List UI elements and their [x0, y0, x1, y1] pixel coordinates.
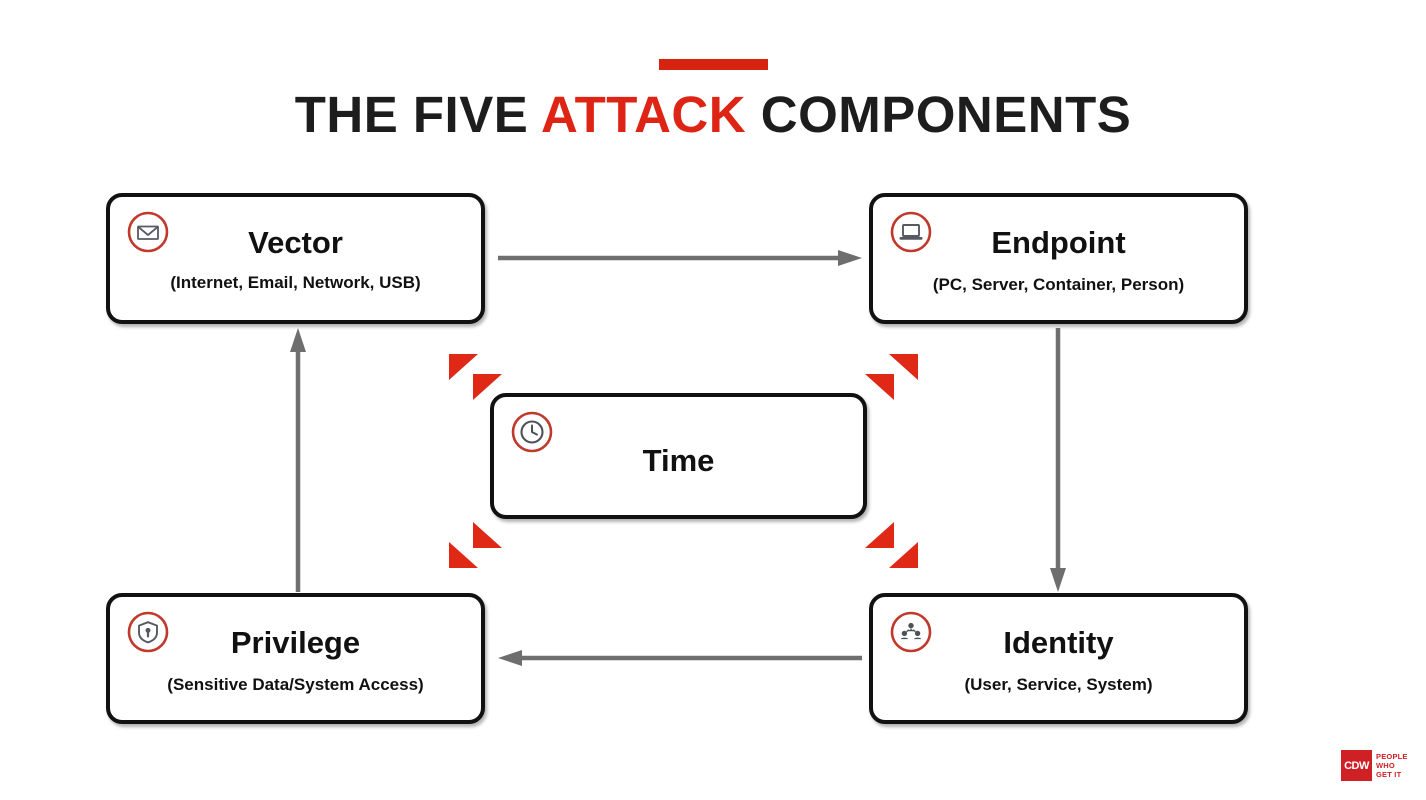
node-endpoint-subtitle: (PC, Server, Container, Person) — [932, 275, 1185, 294]
node-time-title: Time — [642, 443, 715, 478]
page-title-highlight: ATTACK — [541, 86, 747, 143]
cdw-logo-mark — [1341, 750, 1372, 781]
cdw-tagline-line-1: PEOPLE — [1376, 752, 1408, 761]
page-title-part-1: THE FIVE — [294, 86, 542, 143]
node-vector[interactable]: Vector (Internet, Email, Network, USB) — [106, 193, 485, 324]
node-privilege-subtitle: (Sensitive Data/System Access) — [167, 675, 424, 694]
laptop-icon — [889, 210, 933, 254]
node-identity-subtitle: (User, Service, System) — [964, 675, 1153, 694]
node-vector-subtitle: (Internet, Email, Network, USB) — [170, 273, 421, 292]
node-identity-title: Identity — [1003, 625, 1114, 660]
title-accent-bar — [659, 59, 768, 70]
cdw-tagline-line-2: WHO — [1376, 761, 1395, 771]
corner-mark-bottom-left-icon — [447, 516, 509, 570]
arrow-privilege-to-vector — [280, 328, 316, 592]
cdw-logo: CDW PEOPLE WHO GET IT — [1341, 750, 1415, 782]
cdw-tagline-line-3: GET IT — [1376, 770, 1402, 780]
arrow-vector-to-endpoint — [498, 243, 862, 273]
clock-icon — [510, 410, 554, 454]
arrow-identity-to-privilege — [498, 643, 862, 673]
page-title-part-3: COMPONENTS — [746, 86, 1132, 143]
page-title: THE FIVE ATTACK COMPONENTS — [0, 88, 1426, 142]
node-vector-title: Vector — [248, 225, 343, 260]
arrow-endpoint-to-identity — [1040, 328, 1076, 592]
corner-mark-top-left-icon — [447, 352, 509, 406]
people-group-icon — [889, 610, 933, 654]
node-endpoint-title: Endpoint — [991, 225, 1126, 260]
node-endpoint[interactable]: Endpoint (PC, Server, Container, Person) — [869, 193, 1248, 324]
envelope-icon — [126, 210, 170, 254]
corner-mark-top-right-icon — [858, 352, 920, 406]
node-privilege-title: Privilege — [230, 625, 361, 660]
cdw-logo-mark-text: CDW — [1344, 759, 1369, 772]
node-identity[interactable]: Identity (User, Service, System) — [869, 593, 1248, 724]
node-privilege[interactable]: Privilege (Sensitive Data/System Access) — [106, 593, 485, 724]
node-time[interactable]: Time — [490, 393, 867, 519]
shield-lock-icon — [126, 610, 170, 654]
cdw-logo-tagline: PEOPLE WHO GET IT — [1376, 752, 1408, 780]
corner-mark-bottom-right-icon — [858, 516, 920, 570]
